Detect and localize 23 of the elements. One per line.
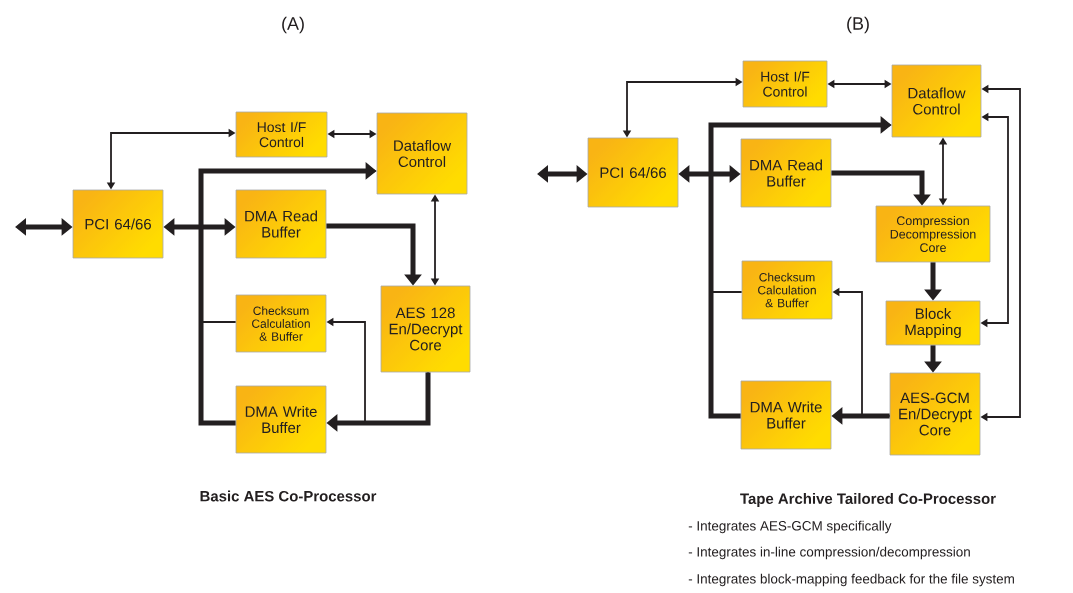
process-box: Dataflow Control (376, 112, 468, 195)
process-box: DMA Read Buffer (740, 138, 832, 208)
process-box: DMA Write Buffer (740, 380, 832, 450)
panel-label: (A) (282, 16, 304, 34)
process-box: PCI 64/66 (587, 137, 679, 208)
process-box: Dataflow Control (891, 64, 982, 138)
process-box: Checksum Calculation & Buffer (235, 294, 327, 353)
process-box: PCI 64/66 (72, 189, 164, 259)
process-box: Compression Decompression Core (875, 205, 991, 263)
process-box: Block Mapping (885, 300, 981, 346)
note-text: - Integrates in-line compression/decompression (688, 546, 970, 560)
process-box: DMA Read Buffer (235, 189, 327, 259)
process-box: Checksum Calculation & Buffer (741, 260, 833, 320)
panel-caption: Basic AES Co-Processor (200, 490, 377, 502)
panel-label: (B) (847, 16, 869, 34)
panel-caption: Tape Archive Tailored Co-Processor (740, 493, 996, 507)
note-text: - Integrates block-mapping feedback for the file system (688, 573, 1014, 587)
process-box: AES 128 En/Decrypt Core (380, 285, 471, 373)
process-box: AES-GCM En/Decrypt Core (889, 372, 981, 456)
process-box: DMA Write Buffer (235, 385, 327, 454)
process-box: Host I/F Control (742, 60, 828, 108)
process-box: Host I/F Control (235, 111, 328, 158)
note-text: - Integrates AES-GCM specifically (688, 520, 892, 534)
